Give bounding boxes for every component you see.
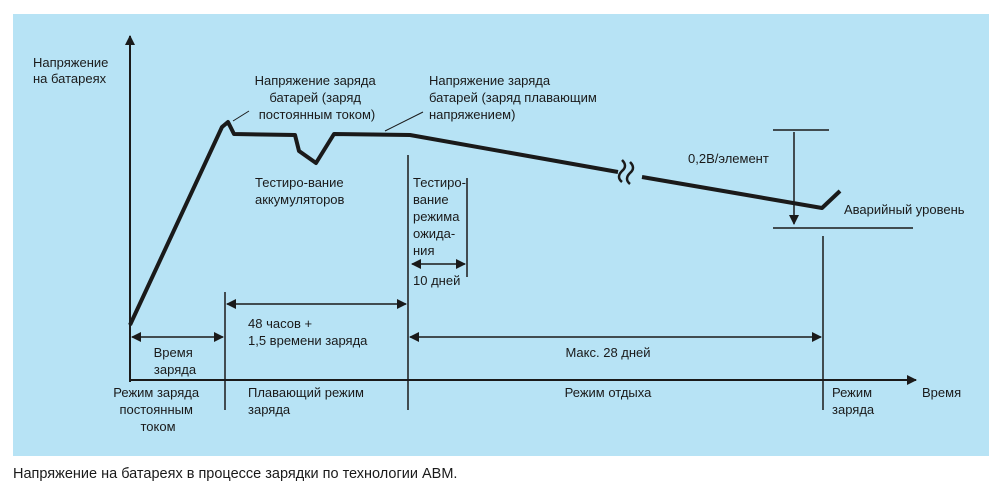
mode-constant-current: Режим заряда постоянным током bbox=[113, 385, 202, 434]
standby-test-annotation: Тестиро- вание режима ожида- ния bbox=[413, 175, 470, 258]
x-axis-label: Время bbox=[922, 385, 961, 400]
float-charge-leader bbox=[384, 111, 424, 132]
charging-diagram: Напряжение на батареях Время Напряжение … bbox=[13, 14, 989, 456]
const-charge-leader bbox=[232, 110, 250, 122]
charge-time-label: Время заряда bbox=[154, 345, 197, 377]
battery-test-annotation: Тестиро-вание аккумуляторов bbox=[255, 175, 347, 207]
const-charge-annotation: Напряжение заряда батарей (заряд постоян… bbox=[255, 73, 380, 122]
figure-caption: Напряжение на батареях в процессе зарядк… bbox=[13, 466, 458, 482]
mode-recharge: Режим заряда bbox=[832, 385, 876, 417]
float-charge-annotation: Напряжение заряда батарей (заряд плавающ… bbox=[429, 73, 600, 122]
hours-48-label: 48 часов + 1,5 времени заряда bbox=[248, 316, 368, 348]
y-axis-label: Напряжение на батареях bbox=[33, 55, 112, 86]
mode-rest: Режим отдыха bbox=[565, 385, 652, 400]
max-28-days-label: Макс. 28 дней bbox=[565, 345, 650, 360]
mode-float: Плавающий режим заряда bbox=[248, 385, 368, 417]
axis-break-icon bbox=[617, 159, 635, 185]
alarm-level-label: Аварийный уровень bbox=[844, 202, 965, 217]
per-cell-label: 0,2В/элемент bbox=[688, 151, 769, 166]
ten-days-label: 10 дней bbox=[413, 273, 460, 288]
voltage-curve-tail bbox=[641, 175, 842, 210]
voltage-curve bbox=[128, 120, 619, 326]
diagram-background bbox=[13, 14, 989, 456]
